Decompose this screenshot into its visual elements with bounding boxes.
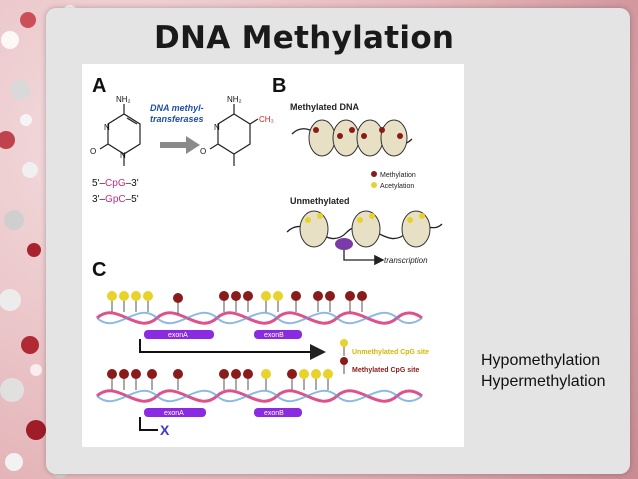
legend-methylated-cpg: Methylated CpG site [352, 367, 419, 374]
methylated-chromatin [291, 119, 413, 157]
n-atom-right: N [214, 123, 220, 132]
legend-unmethylated-cpg: Unmethylated CpG site [352, 349, 429, 356]
methylation-figure: A NH₂ N O N DNA methyl- transferases NH₂… [82, 64, 464, 447]
transcription-arrow [343, 250, 385, 266]
o-atom-left: O [90, 147, 96, 156]
exon-a-label-bottom: exonA [164, 410, 184, 417]
bottom-cpg-sites [107, 369, 333, 390]
panel-b-letter: B [272, 75, 286, 97]
panel-a-letter: A [92, 75, 106, 97]
n-atom-left-bottom: N [120, 151, 126, 160]
blocked-x-mark: X [160, 422, 170, 438]
methylation-terms: Hypomethylation Hypermethylation [481, 350, 606, 392]
exon-b-label-top: exonB [264, 332, 284, 339]
enzyme-label-line1: DNA methyl- [150, 103, 204, 113]
exon-a-label-top: exonA [168, 332, 188, 339]
legend-methylation-label: Methylation [380, 172, 416, 179]
top-cpg-sites [107, 291, 367, 314]
legend-acetylation-dot [371, 182, 377, 188]
n-atom-left: N [104, 123, 110, 132]
nh2-label-right: NH₂ [227, 95, 242, 104]
nh2-label-left: NH₂ [116, 95, 131, 104]
cytosine-structure [99, 104, 141, 166]
figure-svg: A NH₂ N O N DNA methyl- transferases NH₂… [90, 75, 443, 438]
legend-cpg [340, 339, 348, 374]
transcription-label: transcription [384, 256, 428, 265]
bottom-dna-strand [95, 389, 423, 403]
hypermethylation-label: Hypermethylation [481, 373, 606, 390]
panel-c-letter: C [92, 259, 106, 281]
enzyme-label-line2: transferases [150, 114, 204, 124]
ch3-label: CH₃ [259, 115, 274, 124]
hypomethylation-label: Hypomethylation [481, 352, 601, 369]
exon-a-box-bottom [144, 408, 206, 417]
exon-b-box-top [254, 330, 302, 339]
exon-b-box-bottom [254, 408, 302, 417]
exon-b-label-bottom: exonB [264, 410, 284, 417]
o-atom-right: O [200, 147, 206, 156]
legend-acetylation-label: Acetylation [380, 183, 414, 190]
legend-methylation-dot [371, 171, 377, 177]
unmethylated-chromatin [286, 210, 443, 250]
blocked-arrow [139, 417, 158, 431]
methylated-dna-label: Methylated DNA [290, 102, 360, 112]
exon-a-box-top [144, 330, 214, 339]
strand-bottom-label: 3'–GpC–5' [92, 194, 139, 205]
expression-arrow [139, 339, 326, 360]
strand-top-label: 5'–CpG–3' [92, 178, 139, 189]
reaction-arrow [160, 136, 200, 154]
slide-title: DNA Methylation [154, 20, 455, 56]
top-dna-strand [95, 311, 423, 325]
methylcytosine-structure [209, 104, 259, 166]
unmethylated-label: Unmethylated [290, 196, 350, 206]
